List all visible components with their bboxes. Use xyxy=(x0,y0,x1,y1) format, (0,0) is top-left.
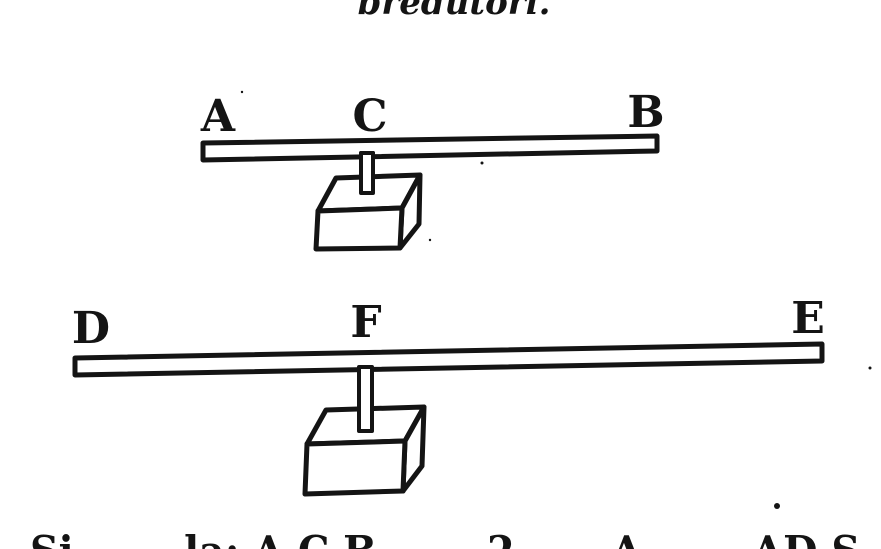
label-c: C xyxy=(352,91,387,142)
label-f: F xyxy=(350,297,381,348)
label-d: D xyxy=(72,303,110,354)
stem-f xyxy=(357,365,374,433)
footer-caption: Si ...... la: A C B ...... 2 ..... A ...… xyxy=(30,527,860,549)
beam-de xyxy=(72,341,825,378)
top-balance: A C B xyxy=(200,87,665,252)
ink-speck xyxy=(480,161,484,165)
beam-ab xyxy=(200,133,660,163)
bottom-balance: D F E xyxy=(72,293,825,497)
label-b: B xyxy=(627,87,664,138)
header-caption: bredutori. xyxy=(358,0,551,23)
weight-bottom xyxy=(302,404,427,497)
ink-speck xyxy=(774,503,780,509)
ink-speck xyxy=(240,90,244,94)
label-e: E xyxy=(791,293,825,344)
ink-speck xyxy=(868,366,872,370)
stem-c-top xyxy=(359,151,375,195)
label-a: A xyxy=(200,91,236,142)
ink-speck xyxy=(428,238,432,242)
